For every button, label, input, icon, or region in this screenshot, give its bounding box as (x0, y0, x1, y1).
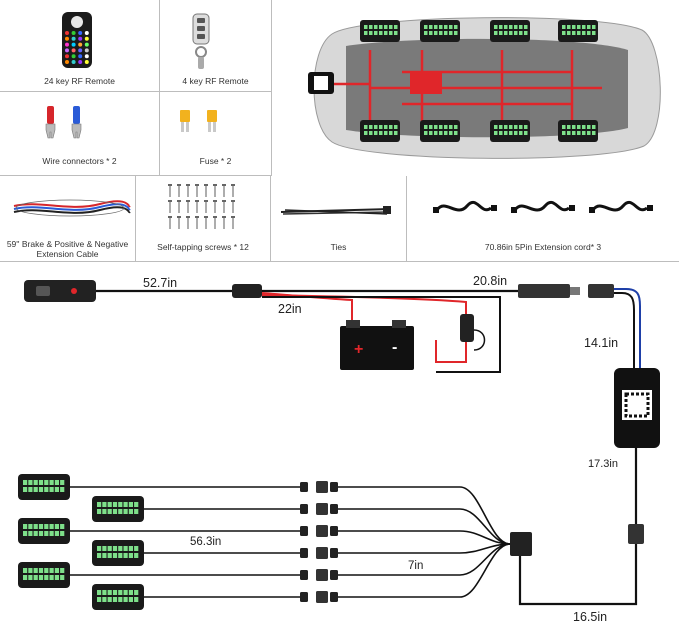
car-top-view-icon (308, 17, 661, 159)
caption-extension-cords: 70.86in 5Pin Extension cord* 3 (484, 242, 602, 252)
label-len-switch: 52.7in (143, 276, 178, 290)
switch-icon (24, 280, 96, 302)
screws-icon (168, 184, 235, 229)
caption-screws: Self-tapping screws * 12 (157, 242, 249, 252)
remote-4key-icon (192, 13, 210, 69)
caption-ties: Ties (330, 242, 347, 252)
caption-remote-4: 4 key RF Remote (182, 76, 249, 86)
cable-ties-icon (280, 206, 392, 215)
label-len-pod-short: 7in (408, 560, 424, 572)
cell-screws: Self-tapping screws * 12 (136, 176, 271, 262)
cell-extension-cords: 70.86in 5Pin Extension cord* 3 (407, 176, 679, 262)
cell-ties: Ties (271, 176, 407, 262)
caption-brake-line2: Extension Cable (36, 249, 99, 259)
caption-brake-line1: 59'' Brake & Positive & Negative (6, 239, 129, 249)
cell-remote-4: 4 key RF Remote (160, 0, 272, 92)
label-len-battery: 22in (278, 302, 302, 316)
caption-fuse: Fuse * 2 (199, 156, 232, 166)
caption-wire-connectors: Wire connectors * 2 (42, 156, 117, 166)
cell-brake-cable: 59'' Brake & Positive & Negative Extensi… (0, 176, 136, 262)
caption-remote-24: 24 key RF Remote (44, 76, 115, 86)
cell-fuse: Fuse * 2 (160, 92, 272, 176)
cell-wire-connectors: Wire connectors * 2 (0, 92, 160, 176)
battery-plus: + (354, 341, 363, 358)
battery-minus: - (392, 339, 397, 356)
label-len-plug: 20.8in (473, 274, 508, 288)
battery-icon (340, 326, 414, 370)
wiring-diagram: + - (18, 280, 660, 610)
remote-24key-icon (62, 12, 92, 68)
label-len-bottom: 16.5in (573, 610, 608, 624)
label-len-pods: 56.3in (190, 536, 222, 548)
fuse-icon (180, 110, 217, 132)
label-len-controller-top: 14.1in (584, 336, 619, 350)
cell-remote-24: 24 key RF Remote (0, 0, 160, 92)
label-len-controller-bottom: 17.3in (588, 458, 618, 470)
extension-cable-icon (13, 199, 131, 217)
wire-connector-icon (45, 106, 82, 139)
extension-cord-icon (433, 200, 653, 213)
